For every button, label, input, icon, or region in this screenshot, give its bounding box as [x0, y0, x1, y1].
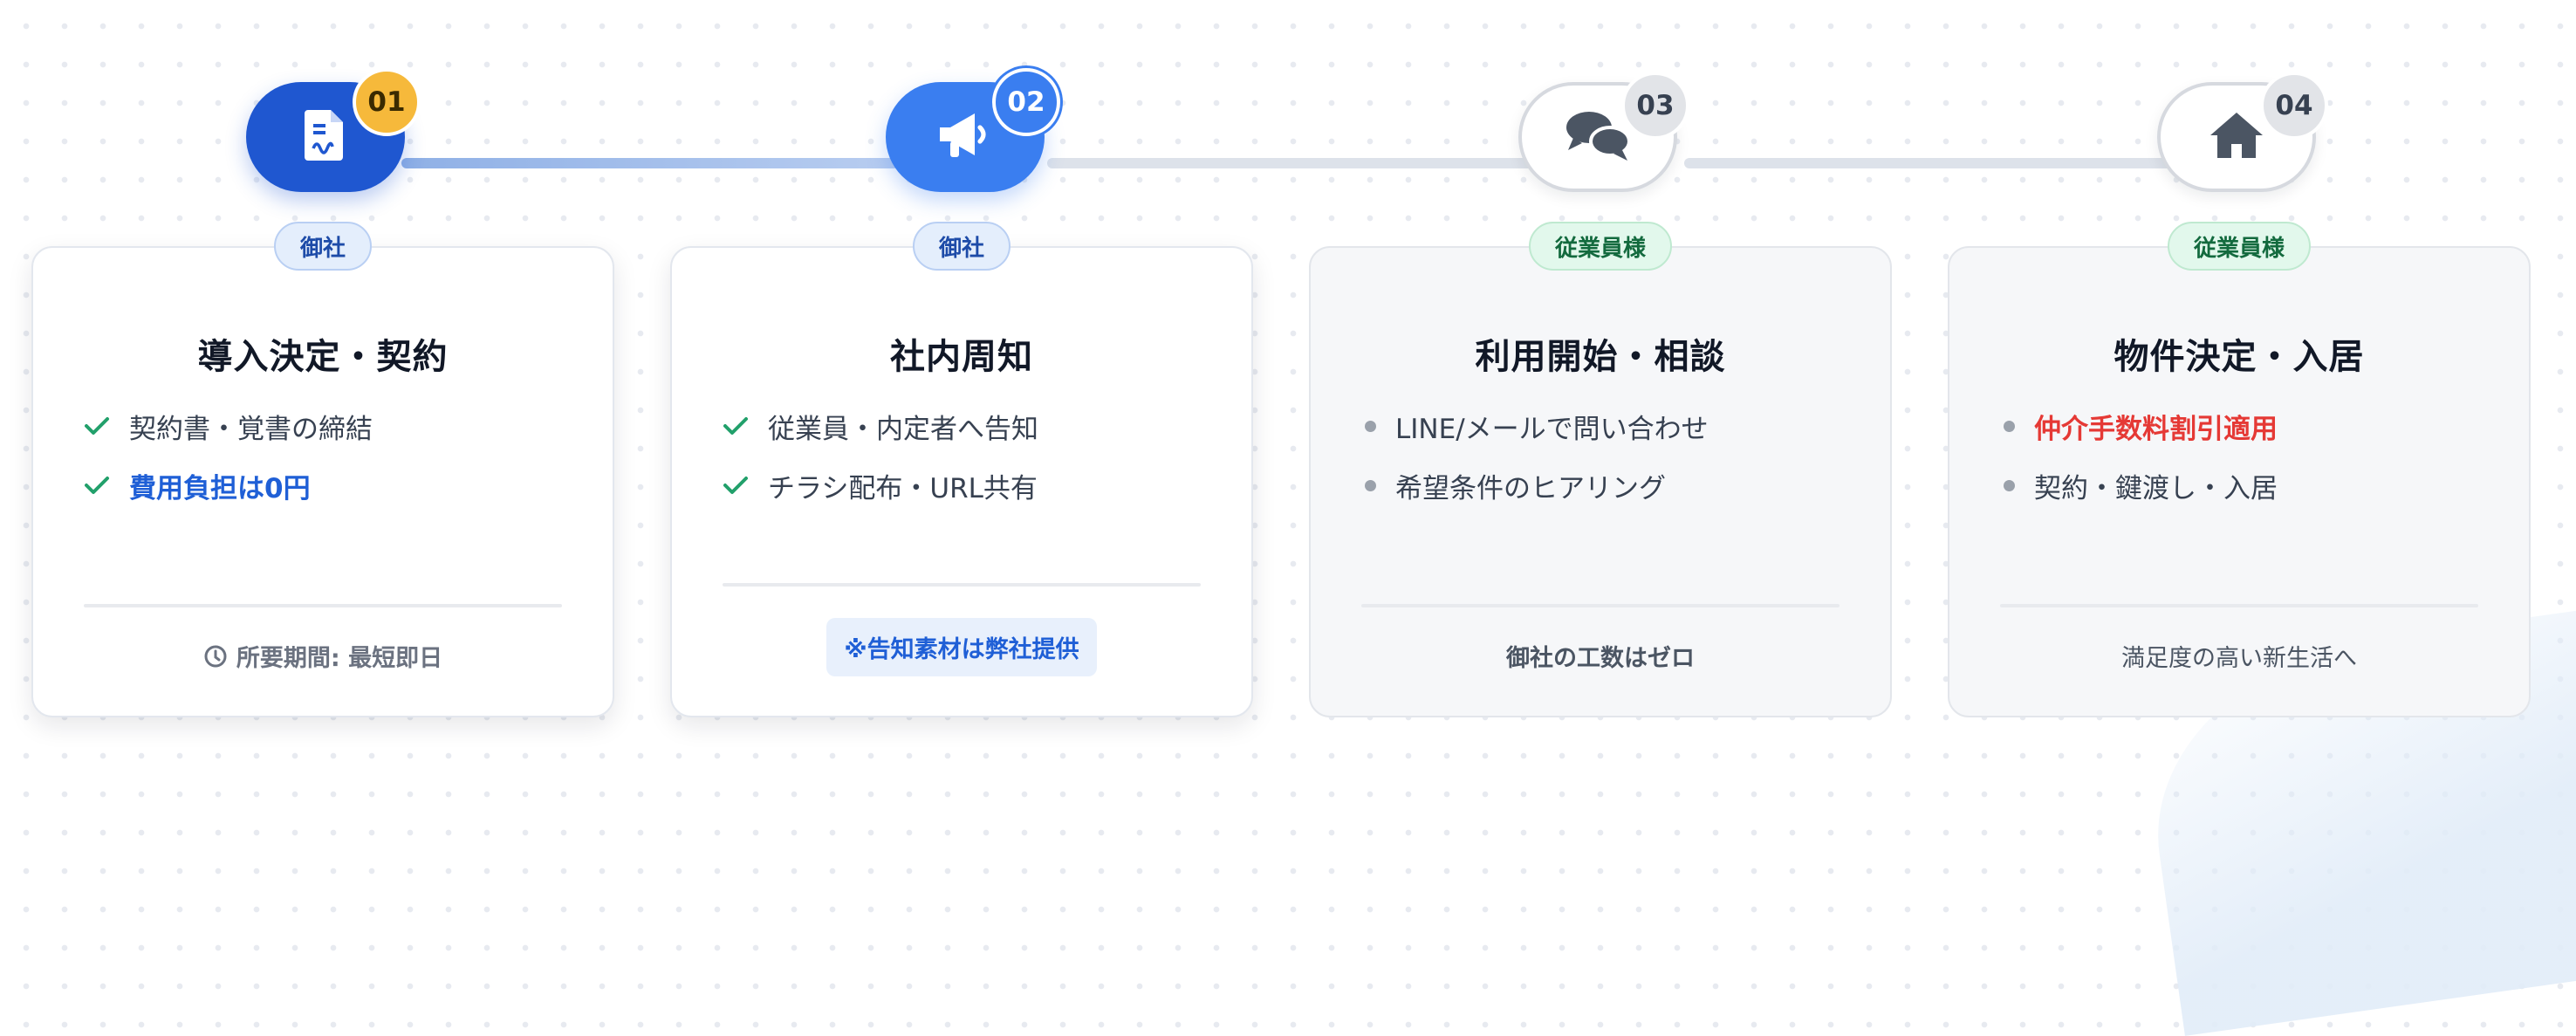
check-icon [84, 475, 113, 496]
check-icon [723, 415, 752, 436]
footer-text: 所要期間: 最短即日 [236, 645, 443, 672]
step-3-title: 利用開始・相談 [1475, 337, 1726, 377]
chat-icon [1563, 108, 1633, 166]
check-icon [84, 415, 113, 436]
step-3-icon-button[interactable]: 03 [1518, 72, 1689, 192]
divider [1361, 604, 1840, 607]
list-item: 従業員・内定者へ告知 [723, 396, 1216, 456]
divider [84, 604, 562, 607]
check-icon [723, 475, 752, 496]
list-item: 契約書・覚書の締結 [84, 396, 578, 456]
item-text: 仲介手数料割引適用 [2034, 413, 2278, 445]
connector-3-4 [1684, 158, 2173, 168]
step-4-icon-button[interactable]: 04 [2157, 72, 2328, 192]
step-3-items: LINE/メールで問い合わせ 希望条件のヒアリング [1361, 396, 1855, 515]
step-4-card: 従業員様 物件決定・入居 仲介手数料割引適用 契約・鍵渡し・入居 満足度の高い新… [1948, 222, 2531, 717]
step-1-footer: 所要期間: 最短即日 [33, 639, 613, 673]
bullet-dot [1365, 420, 1376, 432]
bullet-dot [2004, 479, 2015, 491]
bullet-dot [2004, 420, 2015, 432]
bullet-dot [1365, 479, 1376, 491]
footer-text: 御社の工数はゼロ [1506, 645, 1695, 672]
step-2-card: 御社 社内周知 従業員・内定者へ告知 チラシ配布・URL共有 ※告知素材は弊社提… [670, 222, 1253, 717]
step-1-number-badge: 01 [353, 68, 421, 136]
step-4-items: 仲介手数料割引適用 契約・鍵渡し・入居 [2000, 396, 2494, 515]
list-item: LINE/メールで問い合わせ [1361, 396, 1855, 456]
step-4-owner-tag: 従業員様 [2167, 222, 2312, 271]
connector-1-2 [401, 158, 899, 168]
step-3-number-badge: 03 [1621, 72, 1689, 140]
step-3-card: 従業員様 利用開始・相談 LINE/メールで問い合わせ 希望条件のヒアリング 御… [1309, 222, 1892, 717]
step-4-number-badge: 04 [2260, 72, 2328, 140]
item-text: 従業員・内定者へ告知 [768, 413, 1038, 445]
step-1-title: 導入決定・契約 [197, 337, 449, 377]
item-text: 契約書・覚書の締結 [129, 413, 373, 445]
step-1-icon-button[interactable]: 01 [246, 68, 421, 192]
list-item: チラシ配布・URL共有 [723, 456, 1216, 515]
item-text: チラシ配布・URL共有 [768, 472, 1038, 504]
step-2-number-badge: 02 [992, 68, 1060, 136]
step-4-footer: 満足度の高い新生活へ [1949, 639, 2529, 673]
document-icon [303, 108, 348, 166]
divider [2000, 604, 2478, 607]
step-2-icon-button[interactable]: 02 [886, 68, 1060, 192]
step-2-items: 従業員・内定者へ告知 チラシ配布・URL共有 [723, 396, 1216, 515]
note-badge: ※告知素材は弊社提供 [826, 618, 1097, 676]
step-4-title: 物件決定・入居 [2114, 337, 2365, 377]
clock-icon [203, 644, 228, 669]
divider [723, 583, 1201, 587]
connector-2-3 [1047, 158, 1536, 168]
step-2-title: 社内周知 [890, 337, 1033, 377]
step-2-owner-tag: 御社 [912, 222, 1011, 271]
megaphone-icon [936, 110, 994, 164]
list-item: 希望条件のヒアリング [1361, 456, 1855, 515]
step-3-owner-tag: 従業員様 [1528, 222, 1673, 271]
footer-text: 満足度の高い新生活へ [2121, 645, 2357, 672]
step-2-footer: ※告知素材は弊社提供 [672, 618, 1251, 676]
step-1-owner-tag: 御社 [273, 222, 373, 271]
list-item: 費用負担は0円 [84, 456, 578, 515]
item-text: 希望条件のヒアリング [1395, 472, 1666, 504]
item-text: LINE/メールで問い合わせ [1395, 413, 1709, 445]
step-1-items: 契約書・覚書の締結 費用負担は0円 [84, 396, 578, 515]
list-item: 契約・鍵渡し・入居 [2000, 456, 2494, 515]
item-text: 費用負担は0円 [129, 472, 311, 504]
step-1-card: 御社 導入決定・契約 契約書・覚書の締結 費用負担は0円 所要期間: 最短即日 [31, 222, 614, 717]
item-text: 契約・鍵渡し・入居 [2034, 472, 2278, 504]
step-3-footer: 御社の工数はゼロ [1311, 639, 1890, 673]
list-item: 仲介手数料割引適用 [2000, 396, 2494, 456]
home-icon [2207, 109, 2266, 165]
